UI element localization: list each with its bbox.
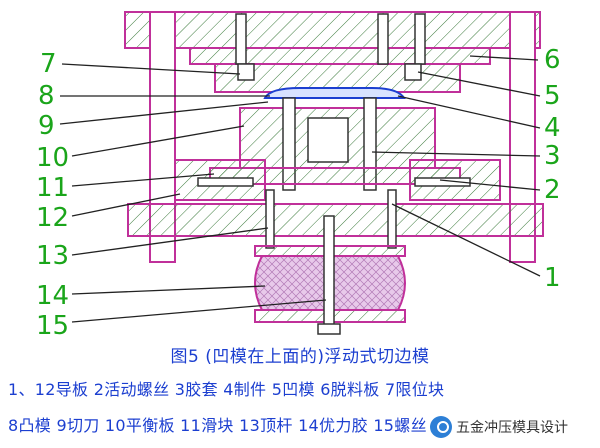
wechat-watermark: 五金冲压模具设计 [426, 412, 594, 442]
parts-legend-line-1: 1、12导板 2活动螺丝 3胶套 4制件 5凹模 6脱料板 7限位块 [8, 380, 445, 399]
leader-2 [439, 179, 541, 191]
leader-5 [417, 71, 541, 97]
callout-1: 1 [544, 263, 561, 293]
parts-legend-line-2: 8凸模 9切刀 10平衡板 11滑块 13顶杆 14优力胶 15螺丝 [8, 416, 427, 435]
screw-upper-2 [377, 13, 389, 65]
figure-caption: 图5 (凹模在上面的)浮动式切边模 [170, 347, 430, 367]
base-plate [127, 203, 544, 237]
callout-2: 2 [544, 175, 561, 205]
callout-10: 10 [36, 143, 69, 173]
bolt-left [197, 177, 254, 187]
callout-15: 15 [36, 311, 69, 340]
center-screw-head [317, 323, 341, 335]
leader-1 [391, 203, 541, 277]
callout-11: 11 [36, 173, 69, 203]
punch-center [307, 117, 349, 163]
die-drawing: 7 8 9 10 11 12 13 14 15 6 5 4 3 2 1 [36, 11, 561, 340]
push-rod-left [265, 189, 275, 249]
workpiece [263, 87, 406, 99]
stop-block-left [237, 63, 255, 81]
leader-11 [71, 173, 215, 187]
callout-5: 5 [544, 81, 561, 111]
top-plate [124, 11, 541, 49]
leader-12 [71, 193, 181, 217]
callout-14: 14 [36, 281, 69, 311]
callout-3: 3 [544, 141, 561, 171]
callout-13: 13 [36, 241, 69, 271]
leader-lines-left [59, 63, 327, 323]
leader-13 [71, 227, 269, 256]
callout-4: 4 [544, 113, 561, 143]
callout-9: 9 [38, 111, 55, 141]
leader-7 [61, 63, 241, 75]
callout-6: 6 [544, 45, 561, 75]
leader-3 [371, 151, 541, 157]
screw-upper-1 [235, 13, 247, 65]
leader-6 [469, 55, 539, 61]
callout-8: 8 [38, 81, 55, 111]
screw-upper-3 [414, 13, 426, 65]
callout-7: 7 [40, 49, 57, 79]
leader-14 [71, 285, 266, 295]
leader-10 [71, 125, 245, 157]
leader-9 [59, 101, 269, 125]
leader-lines-right [371, 55, 541, 277]
stripper-plate [189, 47, 491, 65]
wechat-logo-icon [430, 416, 452, 438]
leader-15 [71, 299, 327, 323]
watermark-text: 五金冲压模具设计 [456, 420, 568, 436]
center-screw [323, 215, 335, 333]
bolt-right [414, 177, 471, 187]
push-rod-right [387, 189, 397, 249]
callout-12: 12 [36, 203, 69, 233]
leader-4 [397, 95, 541, 129]
